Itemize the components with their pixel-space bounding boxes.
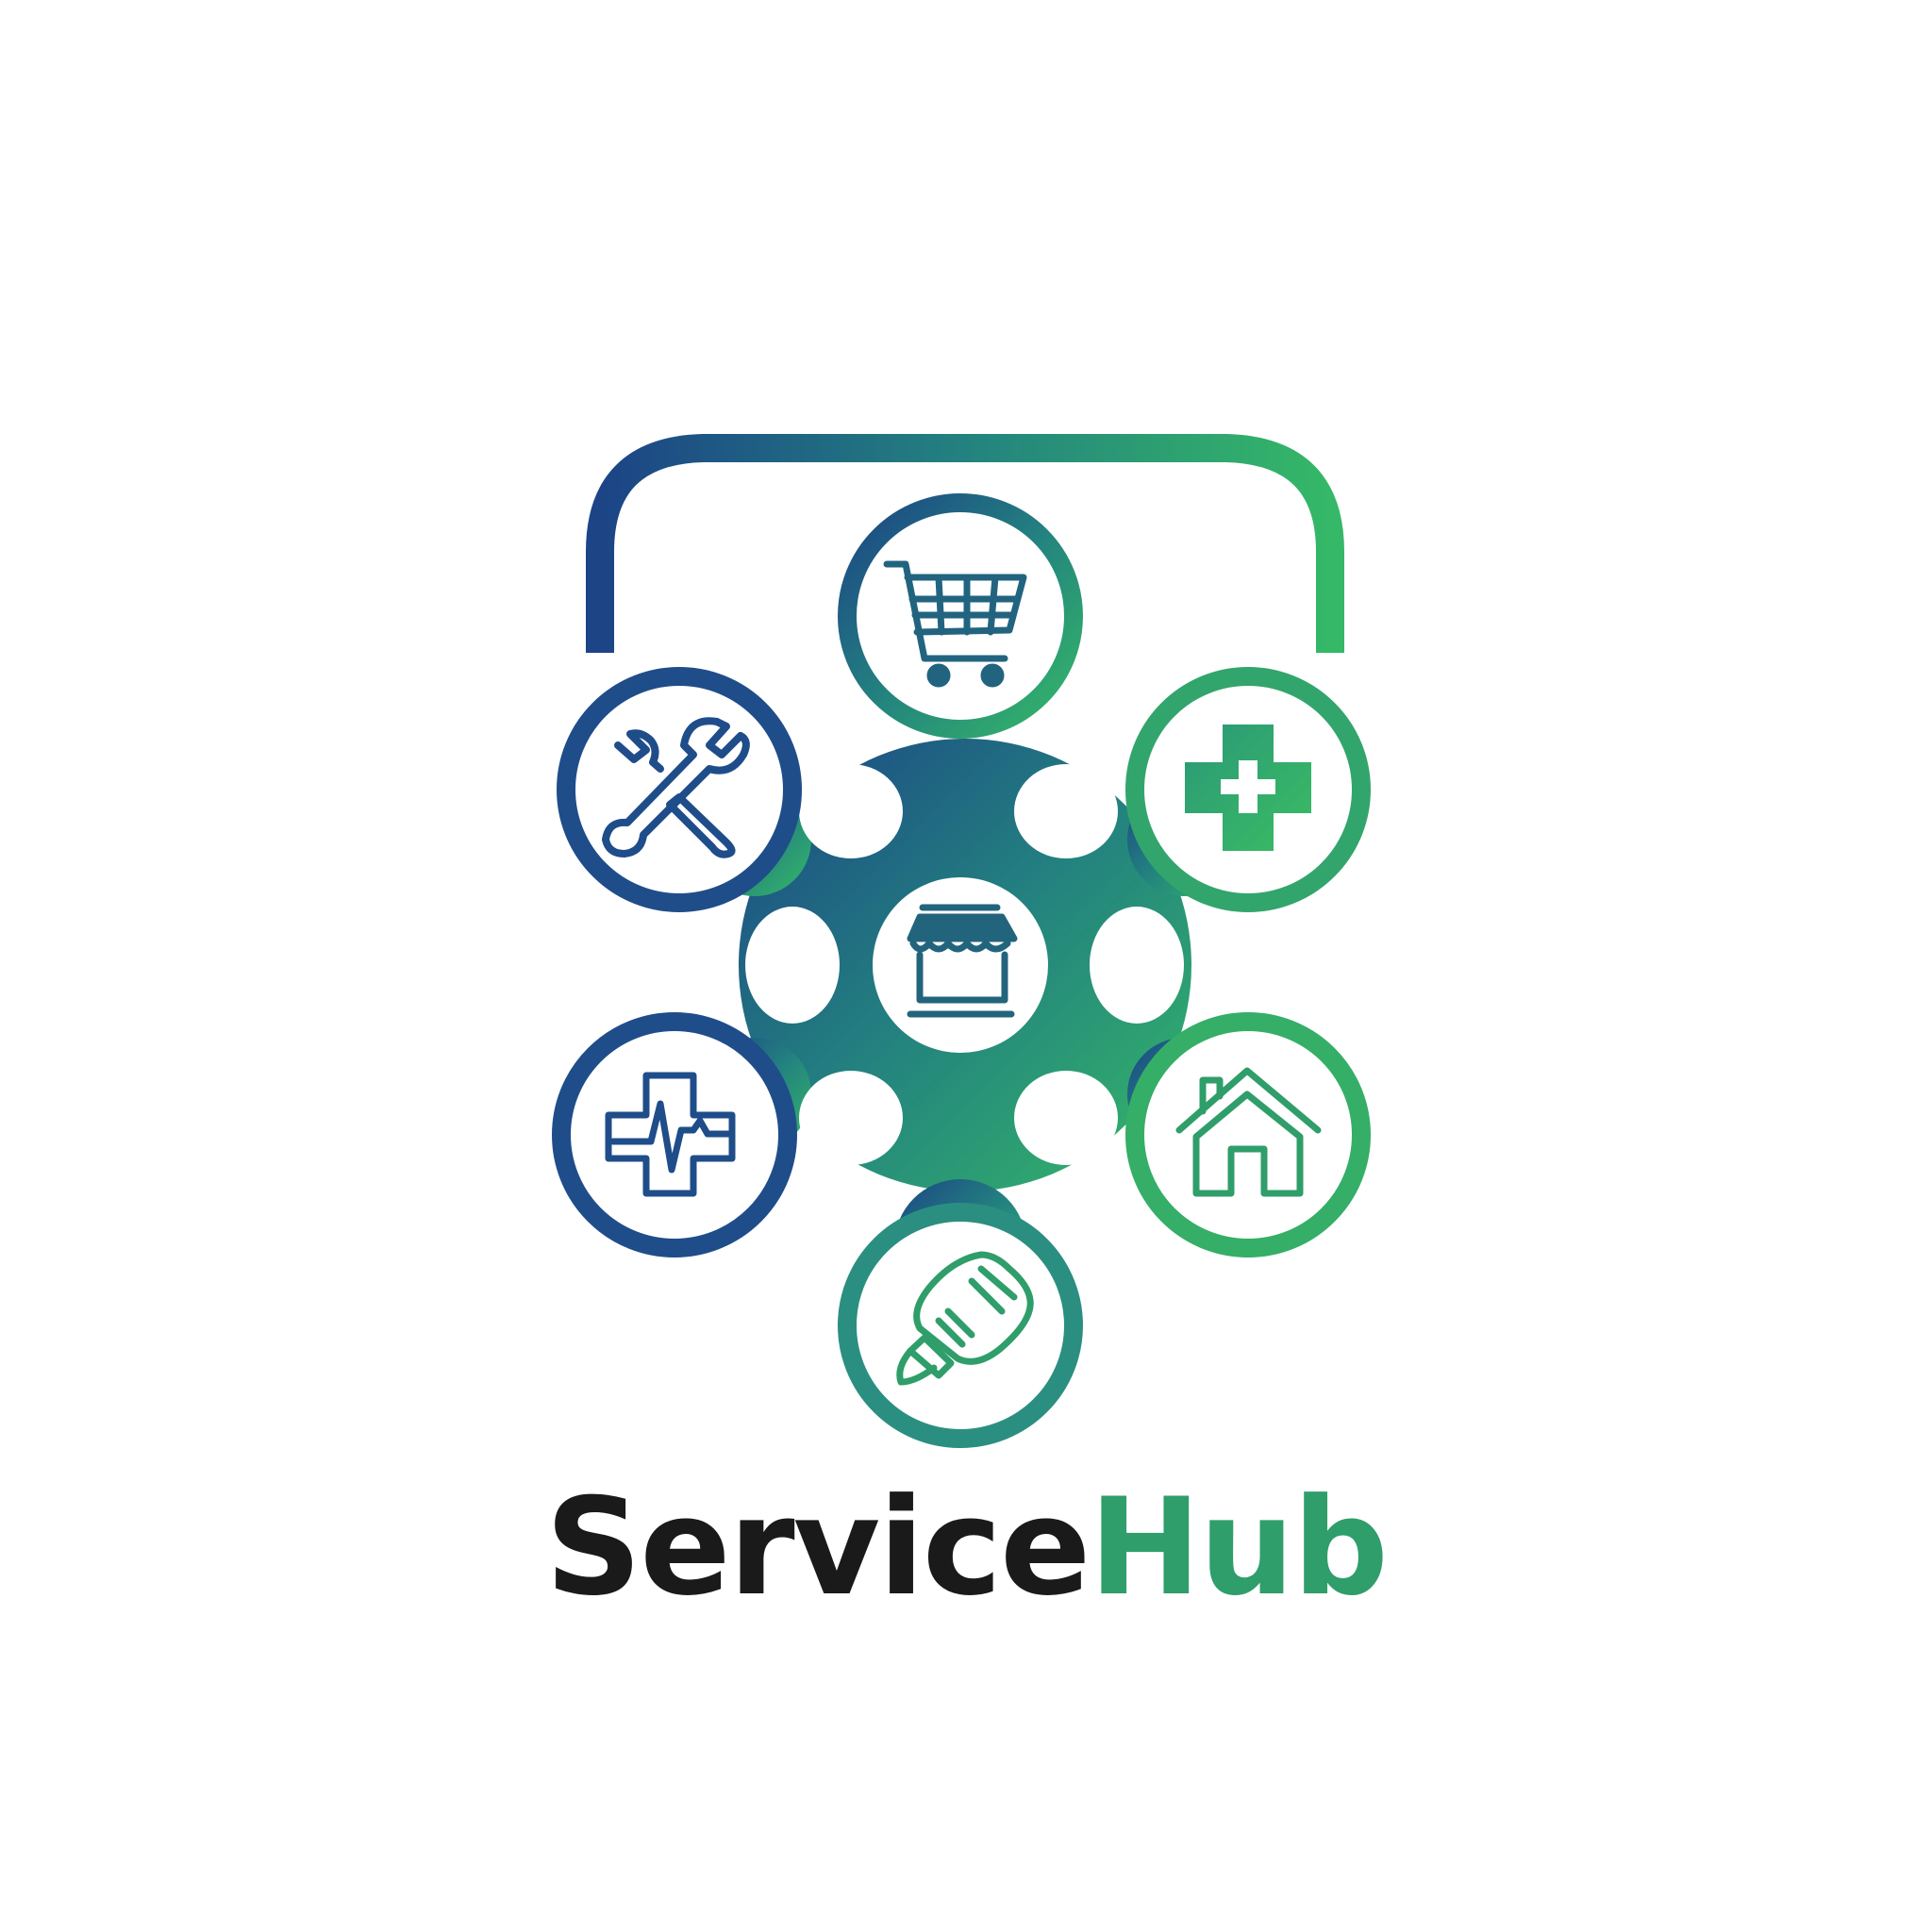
ring-lower-right xyxy=(1125,1012,1371,1257)
medical-cross-icon xyxy=(1185,724,1311,851)
cleaning-brush-icon xyxy=(896,1251,1034,1386)
brand-wordmark: ServiceHub xyxy=(0,1481,1932,1615)
satellite-rings xyxy=(552,493,1371,1448)
shopping-cart-icon xyxy=(883,560,1027,688)
ring-upper-left xyxy=(557,667,802,912)
health-pulse-icon xyxy=(605,1072,736,1197)
wrench-screwdriver-icon xyxy=(602,717,750,858)
top-bracket xyxy=(586,434,1344,653)
wordmark-service: Service xyxy=(545,1470,1091,1625)
storefront-icon xyxy=(907,904,1018,1018)
ring-center xyxy=(873,877,1048,1053)
house-icon xyxy=(1175,1067,1322,1197)
ring-lower-left xyxy=(552,1012,797,1257)
wordmark-hub: Hub xyxy=(1089,1470,1389,1625)
